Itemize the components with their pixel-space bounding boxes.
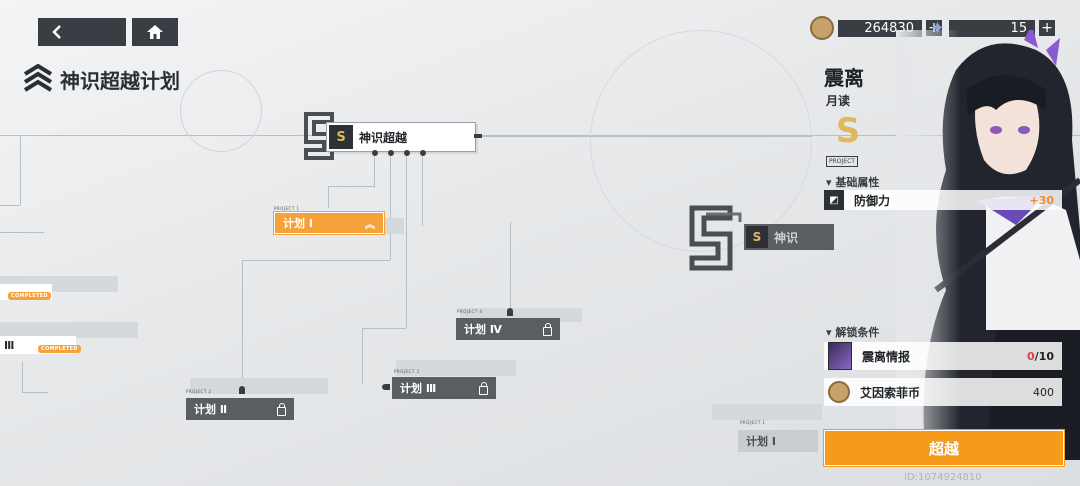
connector-line bbox=[482, 136, 812, 137]
connector-line bbox=[328, 186, 375, 187]
deco-circle bbox=[180, 70, 262, 152]
plan-label: 计划 Ⅱ bbox=[194, 403, 228, 416]
transcend-button[interactable]: 超越 bbox=[823, 429, 1065, 467]
connector-line bbox=[422, 150, 423, 226]
root-node-label: 神识超越 bbox=[359, 130, 408, 145]
lock-icon bbox=[277, 402, 286, 416]
currency-coin: 264830 + bbox=[810, 16, 942, 40]
root-node[interactable]: S 神识超越 bbox=[326, 122, 476, 152]
grid-line bbox=[22, 392, 48, 393]
back-button[interactable] bbox=[38, 18, 126, 46]
connector-dot bbox=[507, 308, 513, 316]
node-shadow bbox=[190, 378, 328, 394]
lock-icon bbox=[479, 381, 488, 395]
plan-tag: PROJECT 1 bbox=[274, 206, 300, 211]
node-shadow bbox=[712, 404, 822, 420]
plan-label: 计划 Ⅰ bbox=[746, 435, 776, 448]
connector-line bbox=[510, 222, 511, 312]
connector-line bbox=[328, 186, 329, 208]
connector-dot bbox=[239, 386, 245, 394]
grid-line bbox=[22, 362, 23, 392]
shield-icon: ◩ bbox=[824, 190, 844, 210]
connector-line bbox=[374, 150, 375, 188]
connector-line bbox=[362, 328, 363, 384]
completed-badge: COMPLETED bbox=[38, 345, 81, 353]
condition-progress-current: 0 bbox=[1027, 349, 1035, 363]
page-title: 神识超越计划 bbox=[60, 68, 180, 93]
character-subtitle: 月读 bbox=[826, 94, 851, 108]
node-shadow bbox=[0, 322, 138, 338]
connector-line bbox=[406, 150, 407, 328]
connector-line bbox=[242, 260, 390, 261]
character-name: 震离 bbox=[824, 66, 864, 90]
plan-2-node[interactable]: 计划 Ⅱ bbox=[186, 398, 294, 420]
home-icon bbox=[147, 25, 163, 39]
plan-3-node[interactable]: 计划 Ⅲ bbox=[392, 377, 496, 399]
layers-icon bbox=[23, 64, 53, 92]
mid-node[interactable]: S 神识 bbox=[744, 224, 834, 250]
condition-row-intel[interactable]: 震离情报 0/10 bbox=[824, 342, 1062, 370]
coin-icon bbox=[828, 381, 850, 403]
deco-circle bbox=[590, 30, 812, 252]
left-plan-label: Ⅲ bbox=[4, 338, 15, 352]
connector-dot bbox=[372, 150, 378, 156]
condition-label: 震离情报 bbox=[862, 349, 911, 364]
coin-icon bbox=[810, 16, 834, 40]
plan-4-node[interactable]: 计划 Ⅳ bbox=[456, 318, 560, 340]
node-emblem-icon bbox=[689, 205, 742, 271]
emblem-icon: S bbox=[329, 125, 353, 149]
connector-dot bbox=[420, 150, 426, 156]
attr-label: 防御力 bbox=[854, 193, 891, 208]
plan-tag: PROJECT 1 bbox=[740, 420, 766, 425]
completed-badge: COMPLETED bbox=[8, 292, 51, 300]
home-button[interactable] bbox=[132, 18, 178, 46]
plan-label: 计划 Ⅲ bbox=[400, 382, 437, 395]
grid-line bbox=[0, 205, 20, 206]
mid-node-label: 神识 bbox=[774, 230, 799, 245]
plan-tag: PROJECT 4 bbox=[457, 309, 483, 314]
plan-label: 计划 Ⅳ bbox=[464, 323, 502, 336]
connector-dot bbox=[388, 150, 394, 156]
connector-dot bbox=[404, 150, 410, 156]
condition-row-coin[interactable]: 艾因索菲币 400 bbox=[824, 378, 1062, 406]
lock-icon bbox=[543, 322, 552, 336]
condition-value: 400 bbox=[1033, 385, 1054, 399]
back-arrow-icon bbox=[52, 25, 61, 39]
grid-line bbox=[0, 135, 1080, 136]
plan-1-node[interactable]: 计划 Ⅰ ︽ bbox=[273, 211, 385, 235]
right-plan-node[interactable]: 计划 Ⅰ bbox=[738, 430, 818, 452]
project-emblem-icon: S bbox=[835, 111, 861, 151]
connector-dot bbox=[382, 384, 390, 390]
connector-line bbox=[362, 328, 406, 329]
intel-card-icon bbox=[828, 342, 852, 370]
unlock-header: ▾ 解锁条件 bbox=[826, 326, 880, 339]
connector-tab bbox=[474, 134, 482, 138]
page-title-group: 神识超越计划 bbox=[22, 64, 180, 94]
condition-progress-total: /10 bbox=[1034, 349, 1054, 363]
plan-tag: PROJECT 3 bbox=[394, 369, 420, 374]
attr-value: +30 bbox=[1029, 193, 1054, 207]
node-shadow bbox=[396, 360, 516, 376]
connector-line bbox=[390, 150, 391, 198]
plan-label: 计划 Ⅰ bbox=[283, 217, 313, 230]
condition-label: 艾因索菲币 bbox=[860, 385, 921, 400]
plan-tag: PROJECT 2 bbox=[186, 389, 212, 394]
project-tag: PROJECT bbox=[826, 156, 858, 167]
emblem-icon: S bbox=[746, 226, 768, 248]
connector-line bbox=[242, 260, 243, 386]
player-id: ID:1074924810 bbox=[904, 472, 982, 483]
attr-row: ◩ 防御力 +30 bbox=[824, 190, 1062, 210]
grid-line bbox=[0, 232, 44, 233]
expand-chevron-icon: ︽ bbox=[365, 219, 375, 231]
grid-line bbox=[20, 135, 21, 205]
base-attr-header: ▾ 基础属性 bbox=[826, 176, 880, 189]
